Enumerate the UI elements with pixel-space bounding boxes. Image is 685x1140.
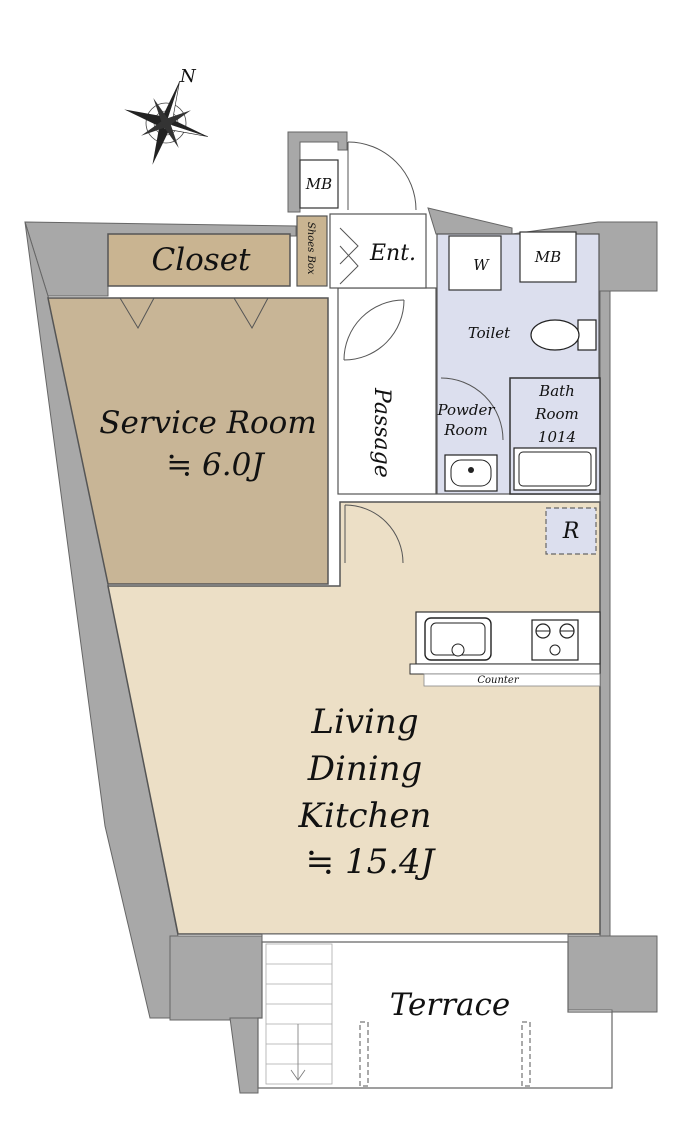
toilet-label: Toilet (468, 324, 511, 342)
passage-floor (337, 287, 437, 495)
refrigerator-spot (545, 507, 597, 555)
closet-doors (119, 297, 269, 330)
closet-floor (107, 233, 291, 287)
ldk-line3: Kitchen (298, 796, 432, 836)
washer-label: W (473, 256, 490, 274)
washer-box (448, 235, 502, 291)
bathtub-icon (513, 447, 597, 491)
toilet-icon (530, 319, 597, 351)
entrance-label: Ent. (369, 241, 416, 266)
bath-room-line2: Room (534, 405, 579, 423)
bath-room-line1: Bath (538, 382, 575, 400)
service-room-area: ≒ 6.0J (166, 447, 265, 483)
passage-label: Passage (369, 387, 394, 478)
powder-room-line2: Room (443, 421, 488, 439)
entrance-floor (329, 213, 427, 289)
refrigerator-label: R (562, 519, 580, 544)
service-room-floor (47, 297, 329, 585)
ldk-area: ≒ 15.4J (306, 842, 437, 882)
ldk-line2: Dining (307, 749, 423, 789)
terrace-label: Terrace (390, 987, 510, 1023)
powder-room-line1: Powder (436, 401, 495, 419)
mb-right-box (519, 231, 577, 283)
doors (339, 141, 556, 1007)
counter-edge (409, 663, 601, 675)
terrace-columns (359, 1021, 531, 1087)
closet-label: Closet (151, 242, 251, 278)
counter-base (423, 673, 601, 687)
bath-room-line3: 1014 (538, 428, 576, 446)
shoes-box-label: Shoes Box (305, 222, 316, 275)
compass-rose-icon (124, 81, 208, 165)
ldk-line1: Living (310, 702, 418, 742)
counter-label: Counter (477, 675, 519, 686)
basin-icon (444, 454, 498, 492)
ldk-floor (107, 501, 601, 935)
sink-icon (424, 617, 492, 661)
terrace-floor (257, 941, 613, 1089)
stairs (265, 943, 333, 1085)
north-label: N (179, 66, 197, 87)
mb-top-label: MB (305, 175, 332, 193)
mb-top-box (299, 159, 339, 209)
stove-icon (531, 619, 579, 661)
mb-right-label: MB (534, 248, 561, 266)
shoes-box-floor (296, 215, 328, 287)
service-room-name: Service Room (99, 405, 316, 441)
walls (24, 131, 658, 1094)
ldk-window (261, 933, 569, 943)
